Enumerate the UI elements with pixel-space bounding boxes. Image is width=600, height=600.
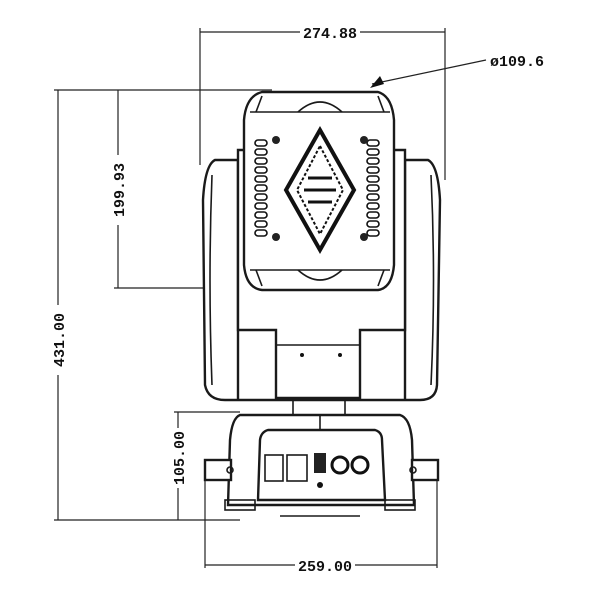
vent-slot — [254, 220, 268, 228]
vent-slot — [254, 166, 268, 174]
vent-slot — [254, 229, 268, 237]
dim-overall-height: 431.00 — [52, 89, 272, 521]
vent-slots-left — [254, 139, 268, 237]
dim-base-height-label: 105.00 — [172, 431, 189, 485]
fuse-holder — [314, 453, 326, 473]
dim-head-height-label: 199.93 — [112, 163, 129, 217]
moving-head — [242, 90, 396, 292]
vent-slot — [366, 229, 380, 237]
power-out-socket — [286, 454, 308, 482]
dim-overall-height-label: 431.00 — [52, 313, 69, 367]
dim-lens-diameter-label: ø109.6 — [490, 54, 544, 71]
dim-base-height: 105.00 — [172, 411, 240, 520]
vent-slot — [366, 220, 380, 228]
vent-slot — [254, 148, 268, 156]
vent-slot — [254, 175, 268, 183]
vent-slot — [366, 193, 380, 201]
base — [203, 413, 440, 517]
vent-slot — [254, 157, 268, 165]
vent-slots-right — [366, 139, 380, 237]
dmx-out-connector — [350, 455, 370, 475]
vent-slot — [366, 202, 380, 210]
vent-slot — [366, 211, 380, 219]
dim-base-width-label: 259.00 — [298, 559, 352, 576]
vent-slot — [366, 139, 380, 147]
connector-panel — [256, 428, 387, 502]
vent-slot — [366, 184, 380, 192]
dim-lens-diameter: ø109.6 — [370, 54, 544, 88]
vent-slot — [366, 157, 380, 165]
vent-slot — [366, 175, 380, 183]
vent-slot — [254, 184, 268, 192]
vent-slot — [254, 193, 268, 201]
dim-overall-width: 274.88 — [199, 26, 446, 180]
vent-slot — [254, 202, 268, 210]
power-in-socket — [264, 454, 284, 482]
dim-overall-width-label: 274.88 — [303, 26, 357, 43]
vent-slot — [366, 148, 380, 156]
vent-slot — [254, 211, 268, 219]
dim-head-height: 199.93 — [112, 90, 262, 289]
vent-slot — [366, 166, 380, 174]
dmx-in-connector — [330, 455, 350, 475]
lens-diamond — [283, 125, 357, 255]
vent-slot — [254, 139, 268, 147]
dim-base-width: 259.00 — [204, 470, 438, 576]
